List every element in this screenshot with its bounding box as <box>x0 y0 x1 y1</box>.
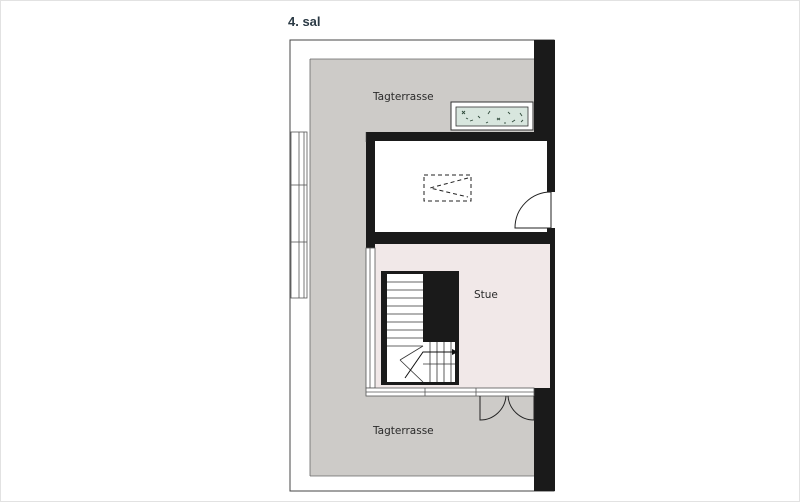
staircase <box>381 271 459 385</box>
living-west-window <box>365 247 376 389</box>
west-windows <box>290 131 308 299</box>
room-label-roof-terrace-bottom: Tagterrasse <box>373 425 434 437</box>
room-label-roof-terrace-top: Tagterrasse <box>373 91 434 103</box>
room-label-living-room: Stue <box>474 289 498 301</box>
core-interior <box>375 141 547 232</box>
planter-box <box>450 101 534 131</box>
core-door <box>514 191 555 229</box>
roof-hatch <box>423 174 472 202</box>
terrace-double-door <box>479 395 535 421</box>
living-south-glazing <box>365 387 535 397</box>
floor-title: 4. sal <box>288 14 321 29</box>
